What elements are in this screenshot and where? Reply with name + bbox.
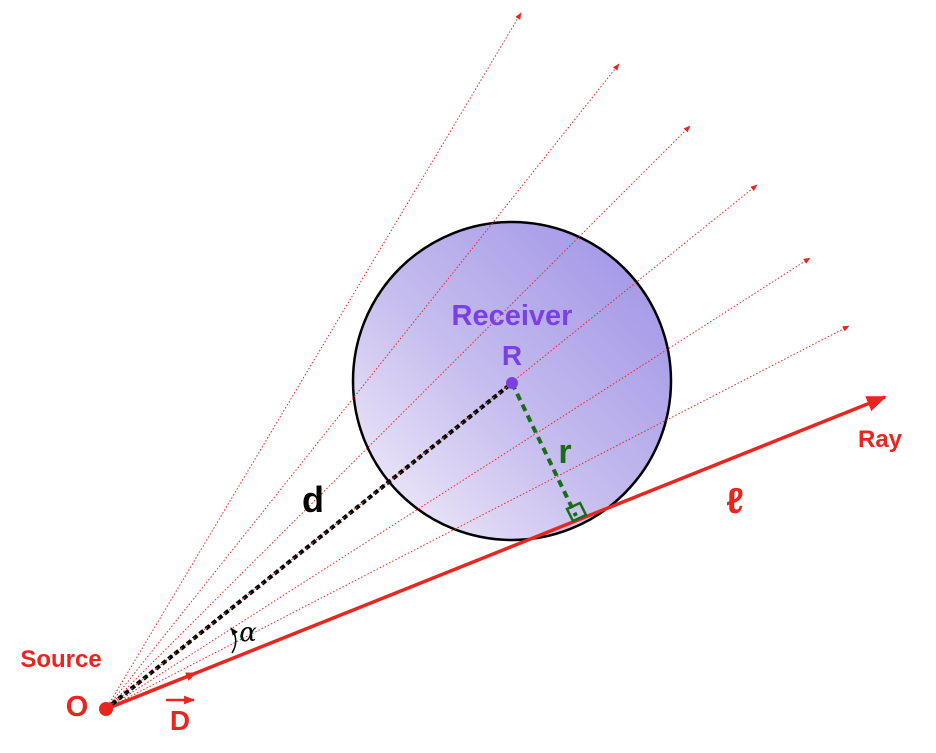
fan-ray-2: [105, 63, 620, 710]
receiver-point: [506, 377, 518, 389]
fan-ray-6: [105, 325, 850, 710]
source-label: Source: [20, 646, 101, 673]
origin-label: O: [66, 691, 89, 723]
main-ray: [105, 395, 887, 711]
radius-line: [510, 382, 578, 517]
receiver-label: Receiver: [452, 300, 573, 332]
right-angle-marker: [565, 501, 588, 523]
radius-label: r: [558, 433, 571, 471]
distance-label: d: [302, 479, 324, 520]
distance-line-inner: [105, 382, 513, 710]
length-label: ℓ: [726, 480, 744, 521]
angle-arc: [230, 627, 238, 654]
direction-vector-arrow: [149, 671, 198, 693]
fan-ray-5: [105, 257, 811, 710]
source-point: [99, 702, 113, 716]
angle-label: α: [239, 618, 257, 648]
receiver-point-label: R: [502, 340, 522, 371]
direction-label: D: [170, 705, 190, 736]
fan-ray-3: [105, 125, 691, 710]
ray-label: Ray: [858, 426, 903, 453]
